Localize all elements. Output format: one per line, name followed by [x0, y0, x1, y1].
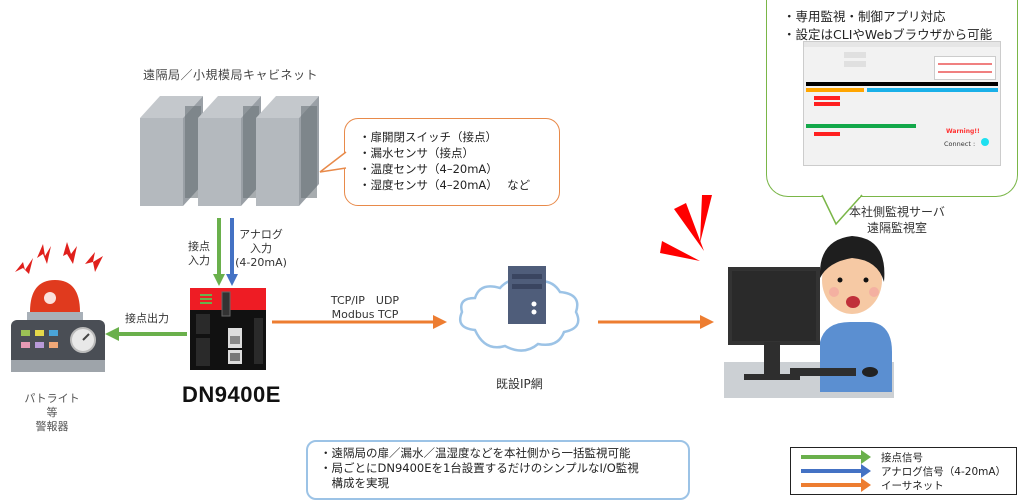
protocol-line2: Modbus TCP — [331, 308, 399, 321]
summary-bubble: ・遠隔局の扉／漏水／温湿度などを本社側から一括監視可能 ・局ごとにDN9400E… — [306, 440, 690, 500]
app-analog-header — [806, 124, 916, 128]
sensor-item: ・漏水センサ（接点） — [359, 146, 474, 160]
cabinet-title: 遠隔局／小規模局キャビネット — [143, 68, 319, 82]
alert-burst-icon — [660, 195, 712, 261]
app-bubble-tail — [821, 194, 863, 226]
analog-input-line1: アナログ — [239, 228, 283, 241]
contact-input-arrowhead — [213, 274, 225, 286]
app-field — [844, 61, 866, 67]
app-log-panel — [934, 56, 996, 80]
operator-workstation-icon — [724, 236, 894, 398]
app-contact-out-header — [806, 88, 864, 92]
patlite-alarm-icon — [11, 242, 105, 372]
app-titlebar — [804, 42, 1000, 47]
analog-input-line2: 入力 — [250, 242, 272, 255]
alarm-label-line1: パトライト等 — [24, 392, 80, 419]
network-label: 既設IP網 — [496, 377, 543, 391]
blue-arrow-icon — [801, 464, 871, 478]
sensor-list-bubble: ・扉開閉スイッチ（接点） ・漏水センサ（接点） ・温度センサ（4–20mA） ・… — [344, 118, 560, 206]
app-alert-cell — [814, 102, 840, 106]
sensor-item: ・温度センサ（4–20mA） — [359, 162, 498, 176]
ip-network-cloud-icon — [458, 266, 580, 352]
monitor-icon — [728, 267, 820, 380]
contact-input-label: 接点 入力 — [188, 240, 210, 268]
contact-input-line2: 入力 — [188, 254, 210, 267]
bubble-tail — [319, 151, 347, 173]
analog-input-label: アナログ 入力 (4-20mA) — [232, 228, 290, 270]
monitoring-app-screenshot: Warning!! Connect : — [803, 41, 1001, 166]
device-name: DN9400E — [182, 382, 281, 407]
app-feature-item: ・専用監視・制御アプリ対応 — [783, 9, 946, 24]
orange-arrow-icon — [801, 478, 871, 492]
sensor-item: ・湿度センサ（4–20mA） など — [359, 178, 531, 192]
keyboard-icon — [790, 368, 856, 376]
sensor-item: ・扉開閉スイッチ（接点） — [359, 130, 497, 144]
analog-input-arrowhead — [226, 274, 238, 286]
alarm-label: パトライト等 警報器 — [22, 392, 82, 434]
app-contact-in-header — [867, 88, 998, 92]
green-arrow-icon — [801, 450, 871, 464]
contact-output-label: 接点出力 — [125, 312, 169, 325]
server-label: 本社側監視サーバ 遠隔監視室 — [832, 204, 962, 236]
summary-item: ・局ごとにDN9400Eを1台設置するだけのシンプルなI/O監視 — [320, 461, 639, 475]
app-alert-cell — [814, 132, 840, 136]
connect-status-indicator — [981, 138, 989, 146]
server-label-line1: 本社側監視サーバ — [849, 205, 945, 219]
cabinet-rack-icon — [140, 96, 203, 206]
legend-item-analog: アナログ信号（4-20mA） — [801, 464, 1006, 478]
legend: 接点信号 アナログ信号（4-20mA） イーサネット — [790, 447, 1017, 495]
app-field — [844, 52, 866, 58]
cabinet-illustration — [140, 96, 319, 206]
legend-item-ethernet: イーサネット — [801, 478, 944, 492]
ethernet-arrow-to-server — [598, 315, 714, 329]
alert-lightning-icon — [15, 242, 103, 274]
legend-label: 接点信号 — [881, 451, 923, 464]
cabinet-rack-icon — [198, 96, 261, 206]
cabinet-rack-icon — [256, 96, 319, 206]
protocol-line1: TCP/IP UDP — [330, 294, 400, 307]
legend-item-contact: 接点信号 — [801, 450, 923, 464]
app-section-bar — [806, 82, 998, 86]
server-label-line2: 遠隔監視室 — [866, 221, 927, 235]
input-arrows — [213, 218, 238, 286]
contact-input-line1: 接点 — [188, 240, 210, 253]
contact-output-arrow — [105, 327, 187, 341]
app-warning-text: Warning!! — [946, 128, 980, 135]
protocol-label: TCP/IP UDP Modbus TCP — [325, 294, 405, 322]
app-feature-item: ・設定はCLIやWebブラウザから可能 — [783, 27, 993, 42]
server-tower-icon — [508, 266, 546, 324]
summary-item: 構成を実現 — [320, 476, 389, 490]
app-alert-cell — [814, 96, 840, 100]
summary-item: ・遠隔局の扉／漏水／温湿度などを本社側から一括監視可能 — [320, 446, 631, 460]
app-connect-label: Connect : — [944, 140, 976, 148]
legend-label: イーサネット — [881, 479, 944, 492]
dn9400e-device-icon — [190, 288, 266, 370]
alarm-label-line2: 警報器 — [35, 420, 69, 433]
ethernet-arrow-to-network — [272, 315, 447, 329]
analog-input-line3: (4-20mA) — [235, 256, 287, 269]
legend-label: アナログ信号（4-20mA） — [881, 465, 1007, 478]
mouse-icon — [862, 367, 878, 377]
